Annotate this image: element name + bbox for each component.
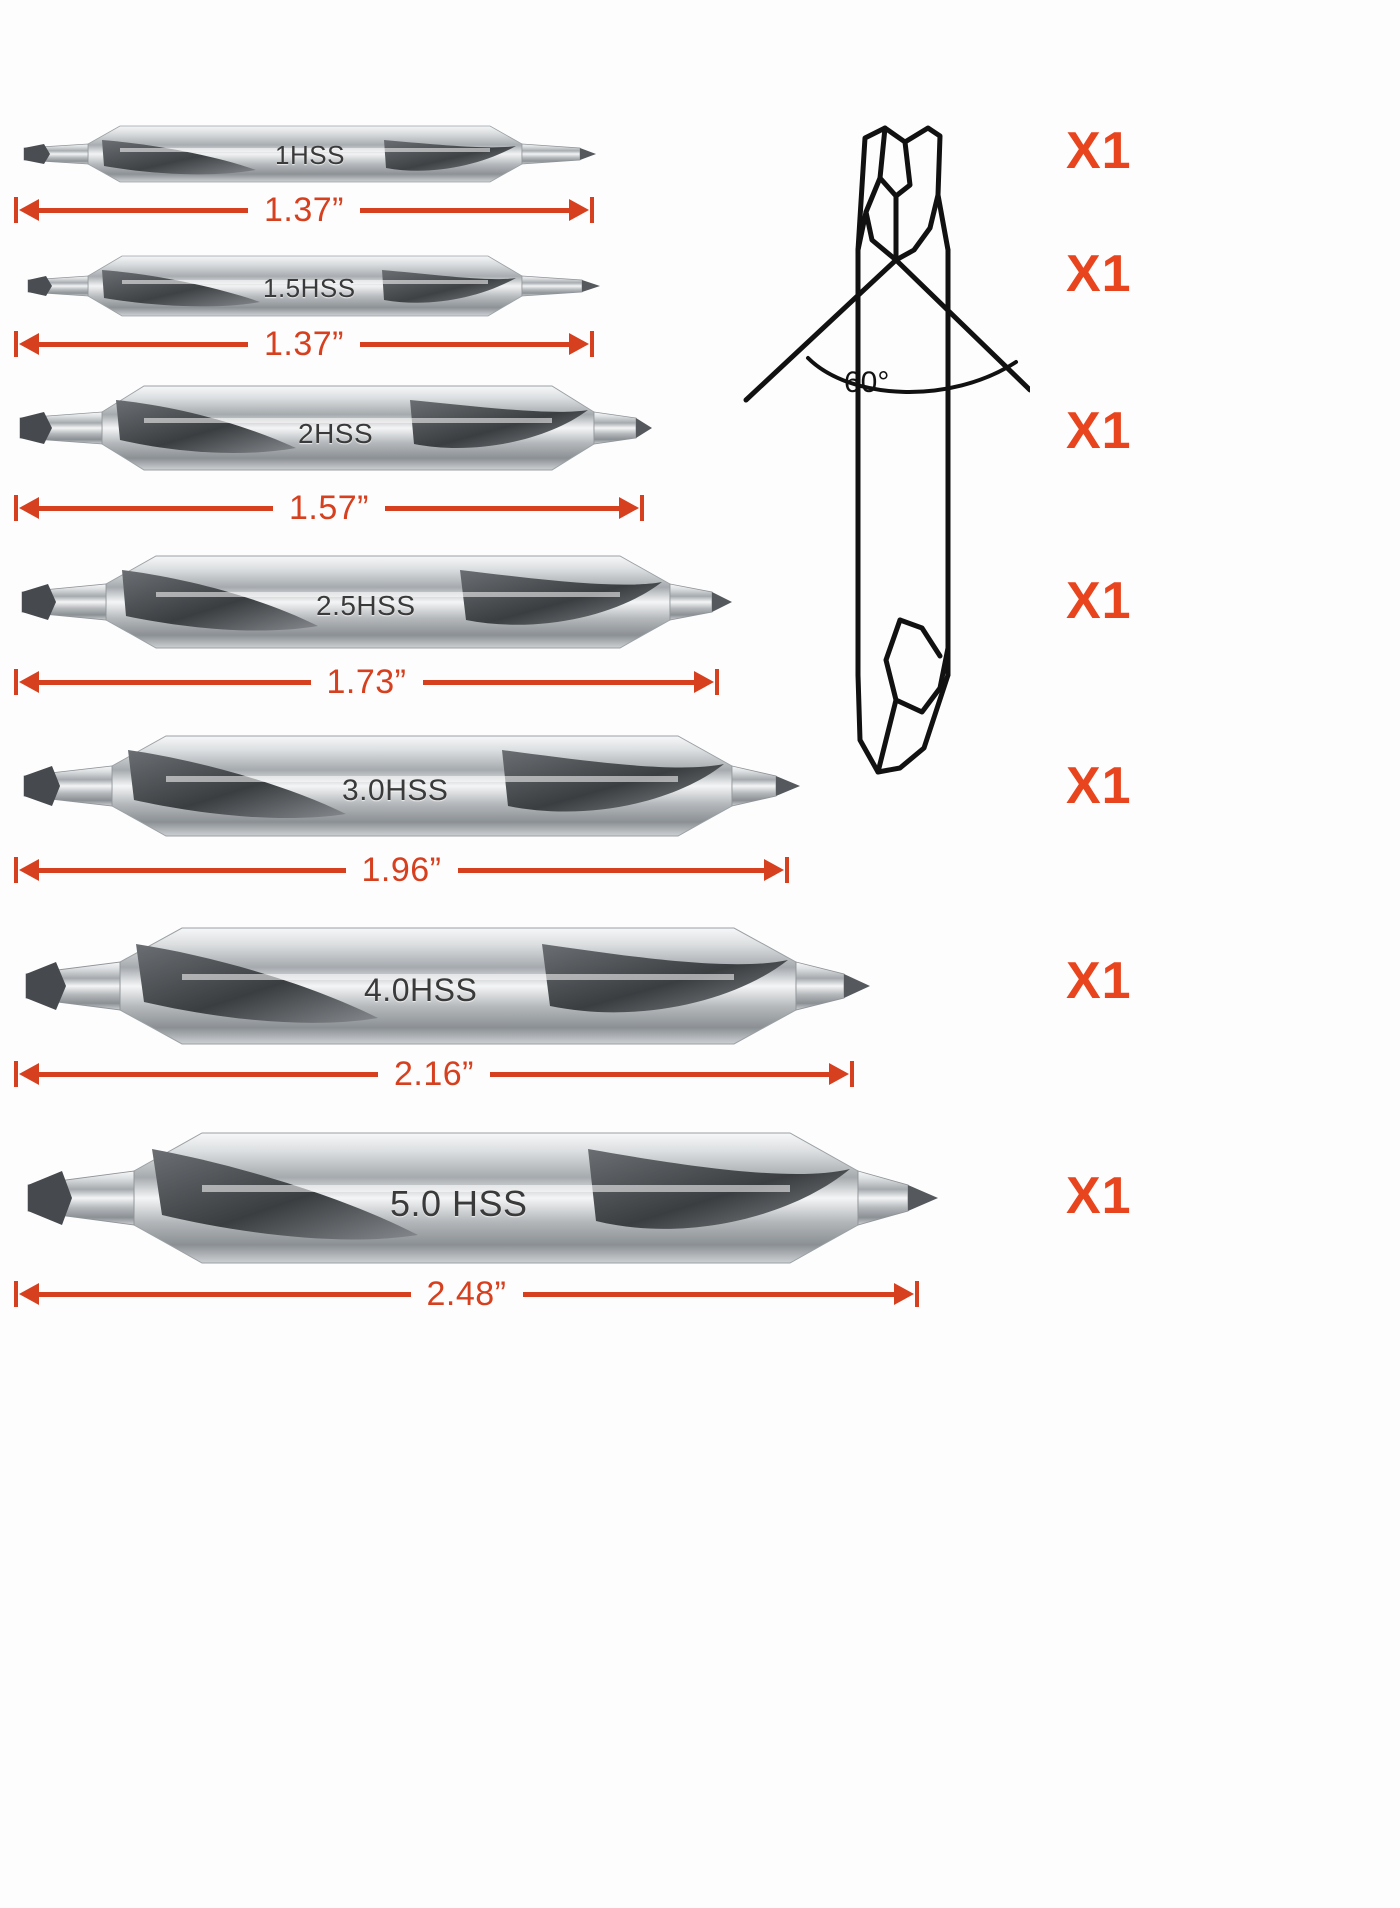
- dimension-line-6: 2.16”: [14, 1052, 854, 1096]
- dimension-arrow-left-icon: [19, 199, 39, 221]
- dimension-tick-right: [640, 495, 644, 521]
- drill-bit-illustration: [10, 248, 605, 324]
- dimension-segment-right: [522, 1291, 894, 1297]
- dimension-value: 1.57”: [289, 488, 369, 527]
- dimension-segment-right: [360, 207, 569, 213]
- dimension-tick-left: [14, 669, 18, 695]
- dimension-tick-right: [850, 1061, 854, 1087]
- drill-bit-illustration: [6, 548, 736, 660]
- dimension-segment-left: [39, 867, 346, 873]
- dimension-tick-left: [14, 1281, 18, 1307]
- dimension-value: 2.16”: [394, 1054, 474, 1093]
- dimension-value: 1.73”: [326, 662, 407, 701]
- quantity-label-7: X1: [1066, 1167, 1132, 1225]
- product-row-7: 5.0 HSS: [6, 1125, 956, 1280]
- drill-bit-illustration: [6, 378, 656, 482]
- product-row-3: 2HSS: [6, 378, 666, 488]
- dimension-segment-left: [39, 679, 311, 685]
- dimension-line-5: 1.96”: [14, 848, 789, 892]
- dimension-segment-left: [39, 341, 248, 347]
- quantity-label-5: X1: [1066, 757, 1132, 815]
- quantity-label-1: X1: [1066, 122, 1132, 180]
- dimension-arrow-left-icon: [19, 1283, 39, 1305]
- dimension-tick-left: [14, 857, 18, 883]
- drill-bit-illustration: [10, 118, 600, 190]
- dimension-arrow-left-icon: [19, 671, 39, 693]
- dimension-segment-left: [39, 1291, 411, 1297]
- dimension-tick-right: [590, 331, 594, 357]
- drill-bit-illustration: [6, 728, 806, 848]
- dimension-value: 2.48”: [426, 1274, 507, 1313]
- quantity-label-4: X1: [1066, 572, 1132, 630]
- dimension-tick-right: [785, 857, 789, 883]
- dimension-arrow-right-icon: [894, 1283, 914, 1305]
- dimension-tick-right: [915, 1281, 919, 1307]
- dimension-line-3: 1.57”: [14, 486, 644, 530]
- dimension-line-7: 2.48”: [14, 1272, 919, 1316]
- quantity-label-2: X1: [1066, 245, 1132, 303]
- product-row-1: 1HSS: [10, 118, 610, 198]
- dimension-tick-right: [715, 669, 719, 695]
- dimension-segment-left: [39, 207, 248, 213]
- dimension-segment-left: [39, 505, 273, 511]
- dimension-tick-left: [14, 331, 18, 357]
- quantity-label-6: X1: [1066, 952, 1132, 1010]
- dimension-line-1: 1.37”: [14, 188, 594, 232]
- dimension-segment-right: [385, 505, 619, 511]
- dimension-arrow-right-icon: [619, 497, 639, 519]
- quantity-label-3: X1: [1066, 402, 1132, 460]
- dimension-arrow-right-icon: [569, 199, 589, 221]
- product-row-5: 3.0HSS: [6, 728, 816, 854]
- angle-diagram: 60°: [700, 100, 1030, 780]
- dimension-arrow-right-icon: [569, 333, 589, 355]
- dimension-arrow-right-icon: [694, 671, 714, 693]
- dimension-arrow-left-icon: [19, 859, 39, 881]
- drill-bit-illustration: [6, 920, 876, 1054]
- angle-value-label: 60°: [844, 366, 890, 399]
- dimension-segment-right: [457, 867, 764, 873]
- dimension-tick-left: [14, 197, 18, 223]
- dimension-segment-right: [360, 341, 569, 347]
- dimension-line-2: 1.37”: [14, 322, 594, 366]
- dimension-segment-right: [490, 1071, 829, 1077]
- dimension-tick-right: [590, 197, 594, 223]
- dimension-value: 1.96”: [361, 850, 442, 889]
- dimension-segment-right: [422, 679, 694, 685]
- product-row-2: 1.5HSS: [10, 248, 615, 330]
- dimension-arrow-left-icon: [19, 497, 39, 519]
- drill-bit-illustration: [6, 1125, 946, 1275]
- dimension-line-4: 1.73”: [14, 660, 719, 704]
- dimension-tick-left: [14, 495, 18, 521]
- dimension-arrow-left-icon: [19, 333, 39, 355]
- dimension-arrow-right-icon: [829, 1063, 849, 1085]
- dimension-tick-left: [14, 1061, 18, 1087]
- product-row-4: 2.5HSS: [6, 548, 746, 666]
- dimension-arrow-left-icon: [19, 1063, 39, 1085]
- dimension-value: 1.37”: [264, 190, 344, 229]
- product-row-6: 4.0HSS: [6, 920, 886, 1060]
- dimension-segment-left: [39, 1071, 378, 1077]
- dimension-value: 1.37”: [264, 324, 344, 363]
- dimension-arrow-right-icon: [764, 859, 784, 881]
